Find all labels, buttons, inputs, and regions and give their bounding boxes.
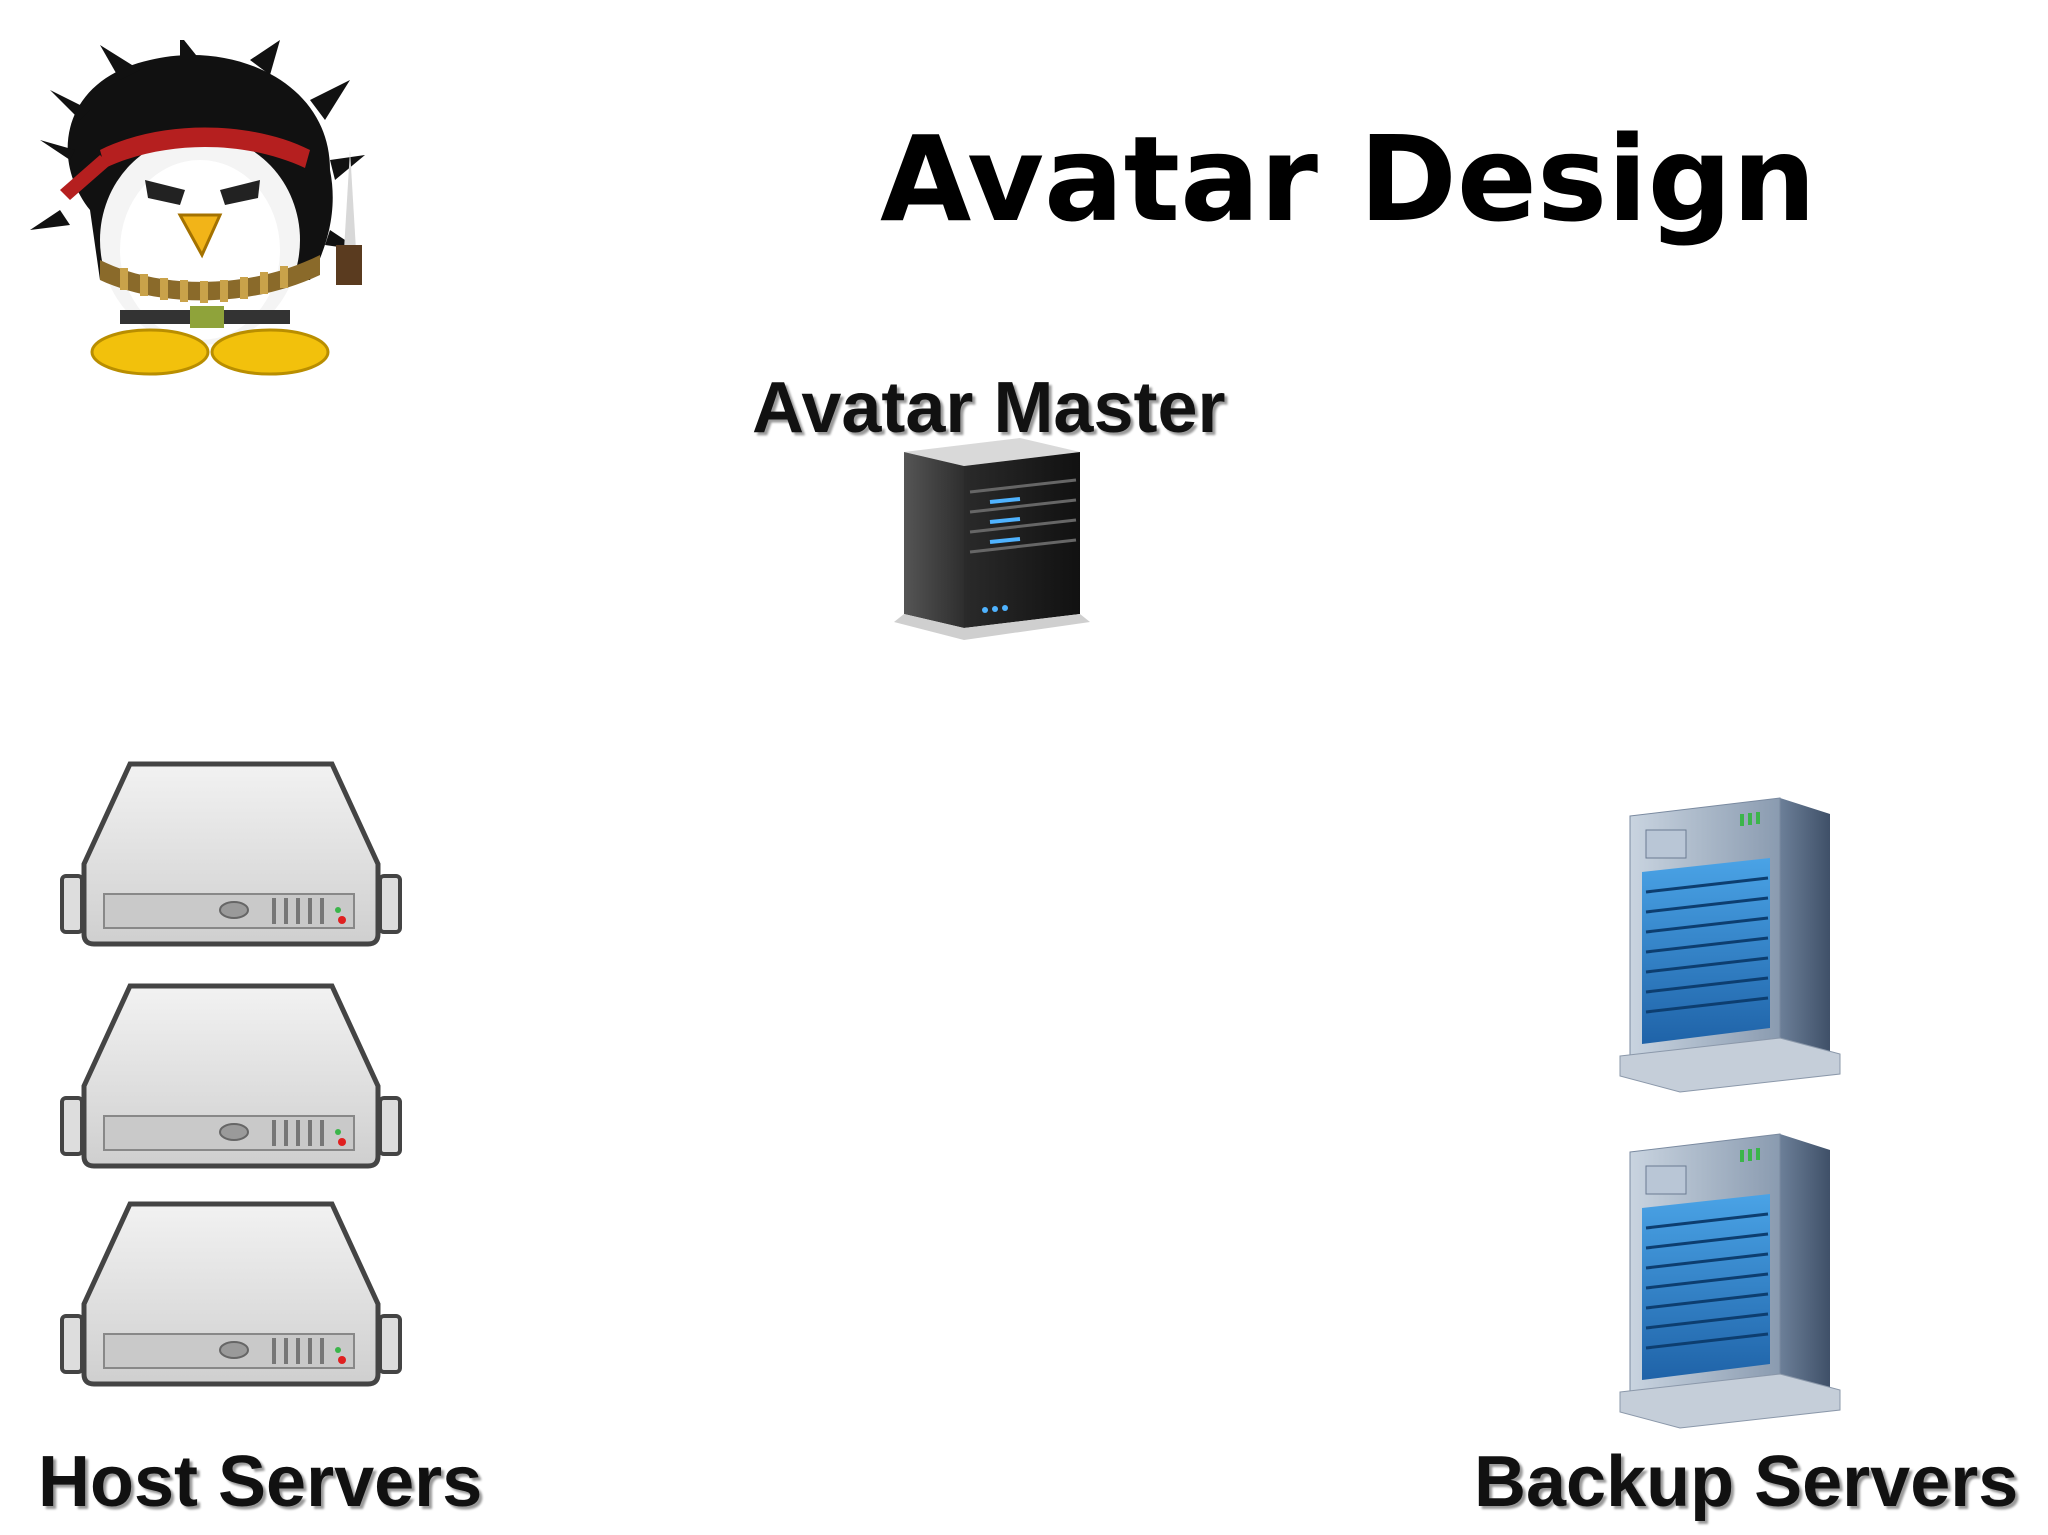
slide-title: Avatar Design — [880, 110, 1817, 248]
rambo-penguin-icon — [30, 40, 370, 380]
tower-server-icon — [890, 432, 1110, 652]
rack-server-icon — [58, 1198, 404, 1398]
rack-server-icon — [58, 980, 404, 1180]
blue-tower-server-icon — [1590, 792, 1910, 1112]
rack-server-icon — [58, 758, 404, 958]
backup-servers-label: Backup Servers — [1474, 1442, 2019, 1522]
host-servers-label: Host Servers — [38, 1442, 483, 1522]
blue-tower-server-icon — [1590, 1128, 1910, 1448]
avatar-master-label: Avatar Master — [752, 368, 1226, 448]
